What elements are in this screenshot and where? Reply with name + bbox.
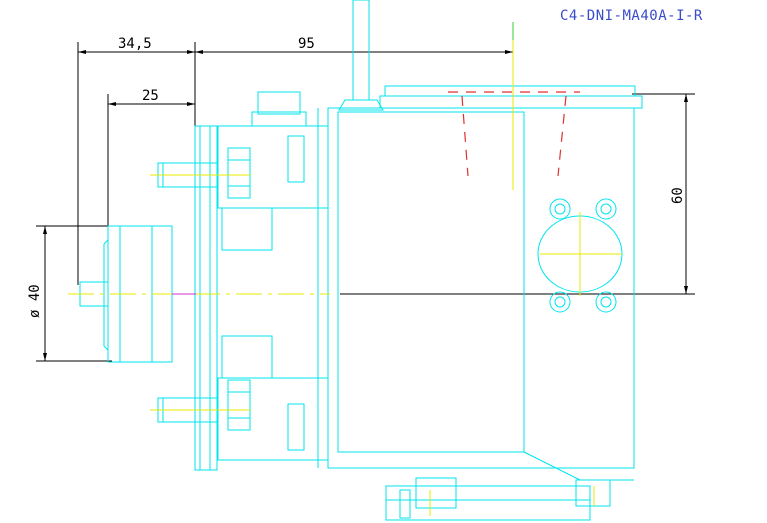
dim-label-60: 60: [670, 187, 686, 204]
dimension-arrows: [43, 50, 688, 361]
center-lines: [68, 30, 622, 516]
dim-label-95: 95: [298, 36, 315, 52]
part-outline: [79, 0, 643, 521]
dim-label-25: 25: [142, 88, 159, 104]
hidden-lines: [448, 91, 580, 177]
dim-label-34-5: 34,5: [118, 36, 152, 52]
part-number-title: C4-DNI-MA40A-I-R: [560, 8, 703, 24]
dimension-lines: [36, 42, 695, 362]
dim-label-diameter-40: ø 40: [27, 284, 43, 318]
